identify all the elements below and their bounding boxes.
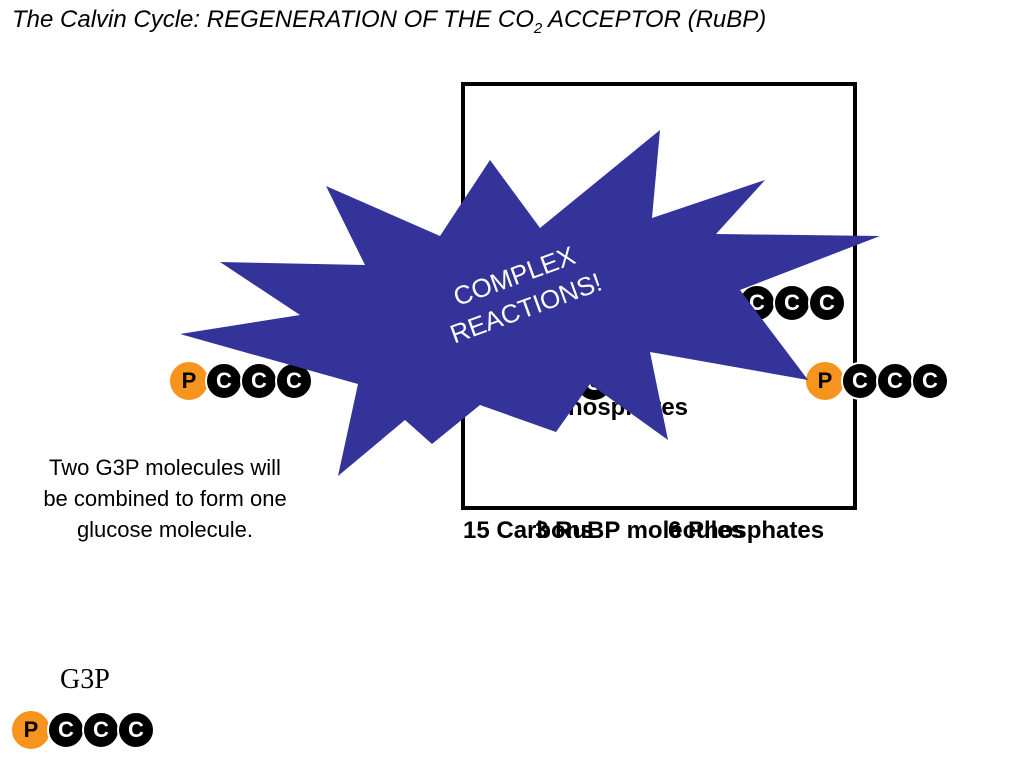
carbon-atom: C <box>240 362 278 400</box>
title-main: The Calvin Cycle: REGENERATION OF THE CO <box>12 6 534 33</box>
box-carbons-label: 15 Carbons <box>463 517 594 544</box>
carbon-atom: C <box>876 362 914 400</box>
carbon-atom: C <box>808 284 846 322</box>
carbon-atom: C <box>841 362 879 400</box>
carbon-atom: C <box>117 711 155 749</box>
carbon-atom: C <box>911 362 949 400</box>
phosphate-atom: P <box>170 362 208 400</box>
phosphate-atom: P <box>12 711 50 749</box>
box-phosphates-bottom-label: 6 Phosphates <box>668 517 825 544</box>
slide-title: The Calvin Cycle: REGENERATION OF THE CO… <box>12 6 766 37</box>
molecule-right: P C C C <box>806 362 949 400</box>
g3p-label: G3P <box>60 664 110 695</box>
burst-shape <box>180 130 880 476</box>
molecule-g3p: P C C C <box>12 711 155 749</box>
carbon-atom: C <box>47 711 85 749</box>
title-subscript: 2 <box>533 19 543 37</box>
title-suffix: ACCEPTOR (RuBP) <box>542 6 767 33</box>
carbon-atom: C <box>82 711 120 749</box>
description-text: Two G3P molecules will be combined to fo… <box>43 455 287 542</box>
phosphate-atom: P <box>806 362 844 400</box>
molecule-left: P C C C <box>170 362 313 400</box>
box-rubp-label: 3 RuBP molecules <box>535 517 744 544</box>
